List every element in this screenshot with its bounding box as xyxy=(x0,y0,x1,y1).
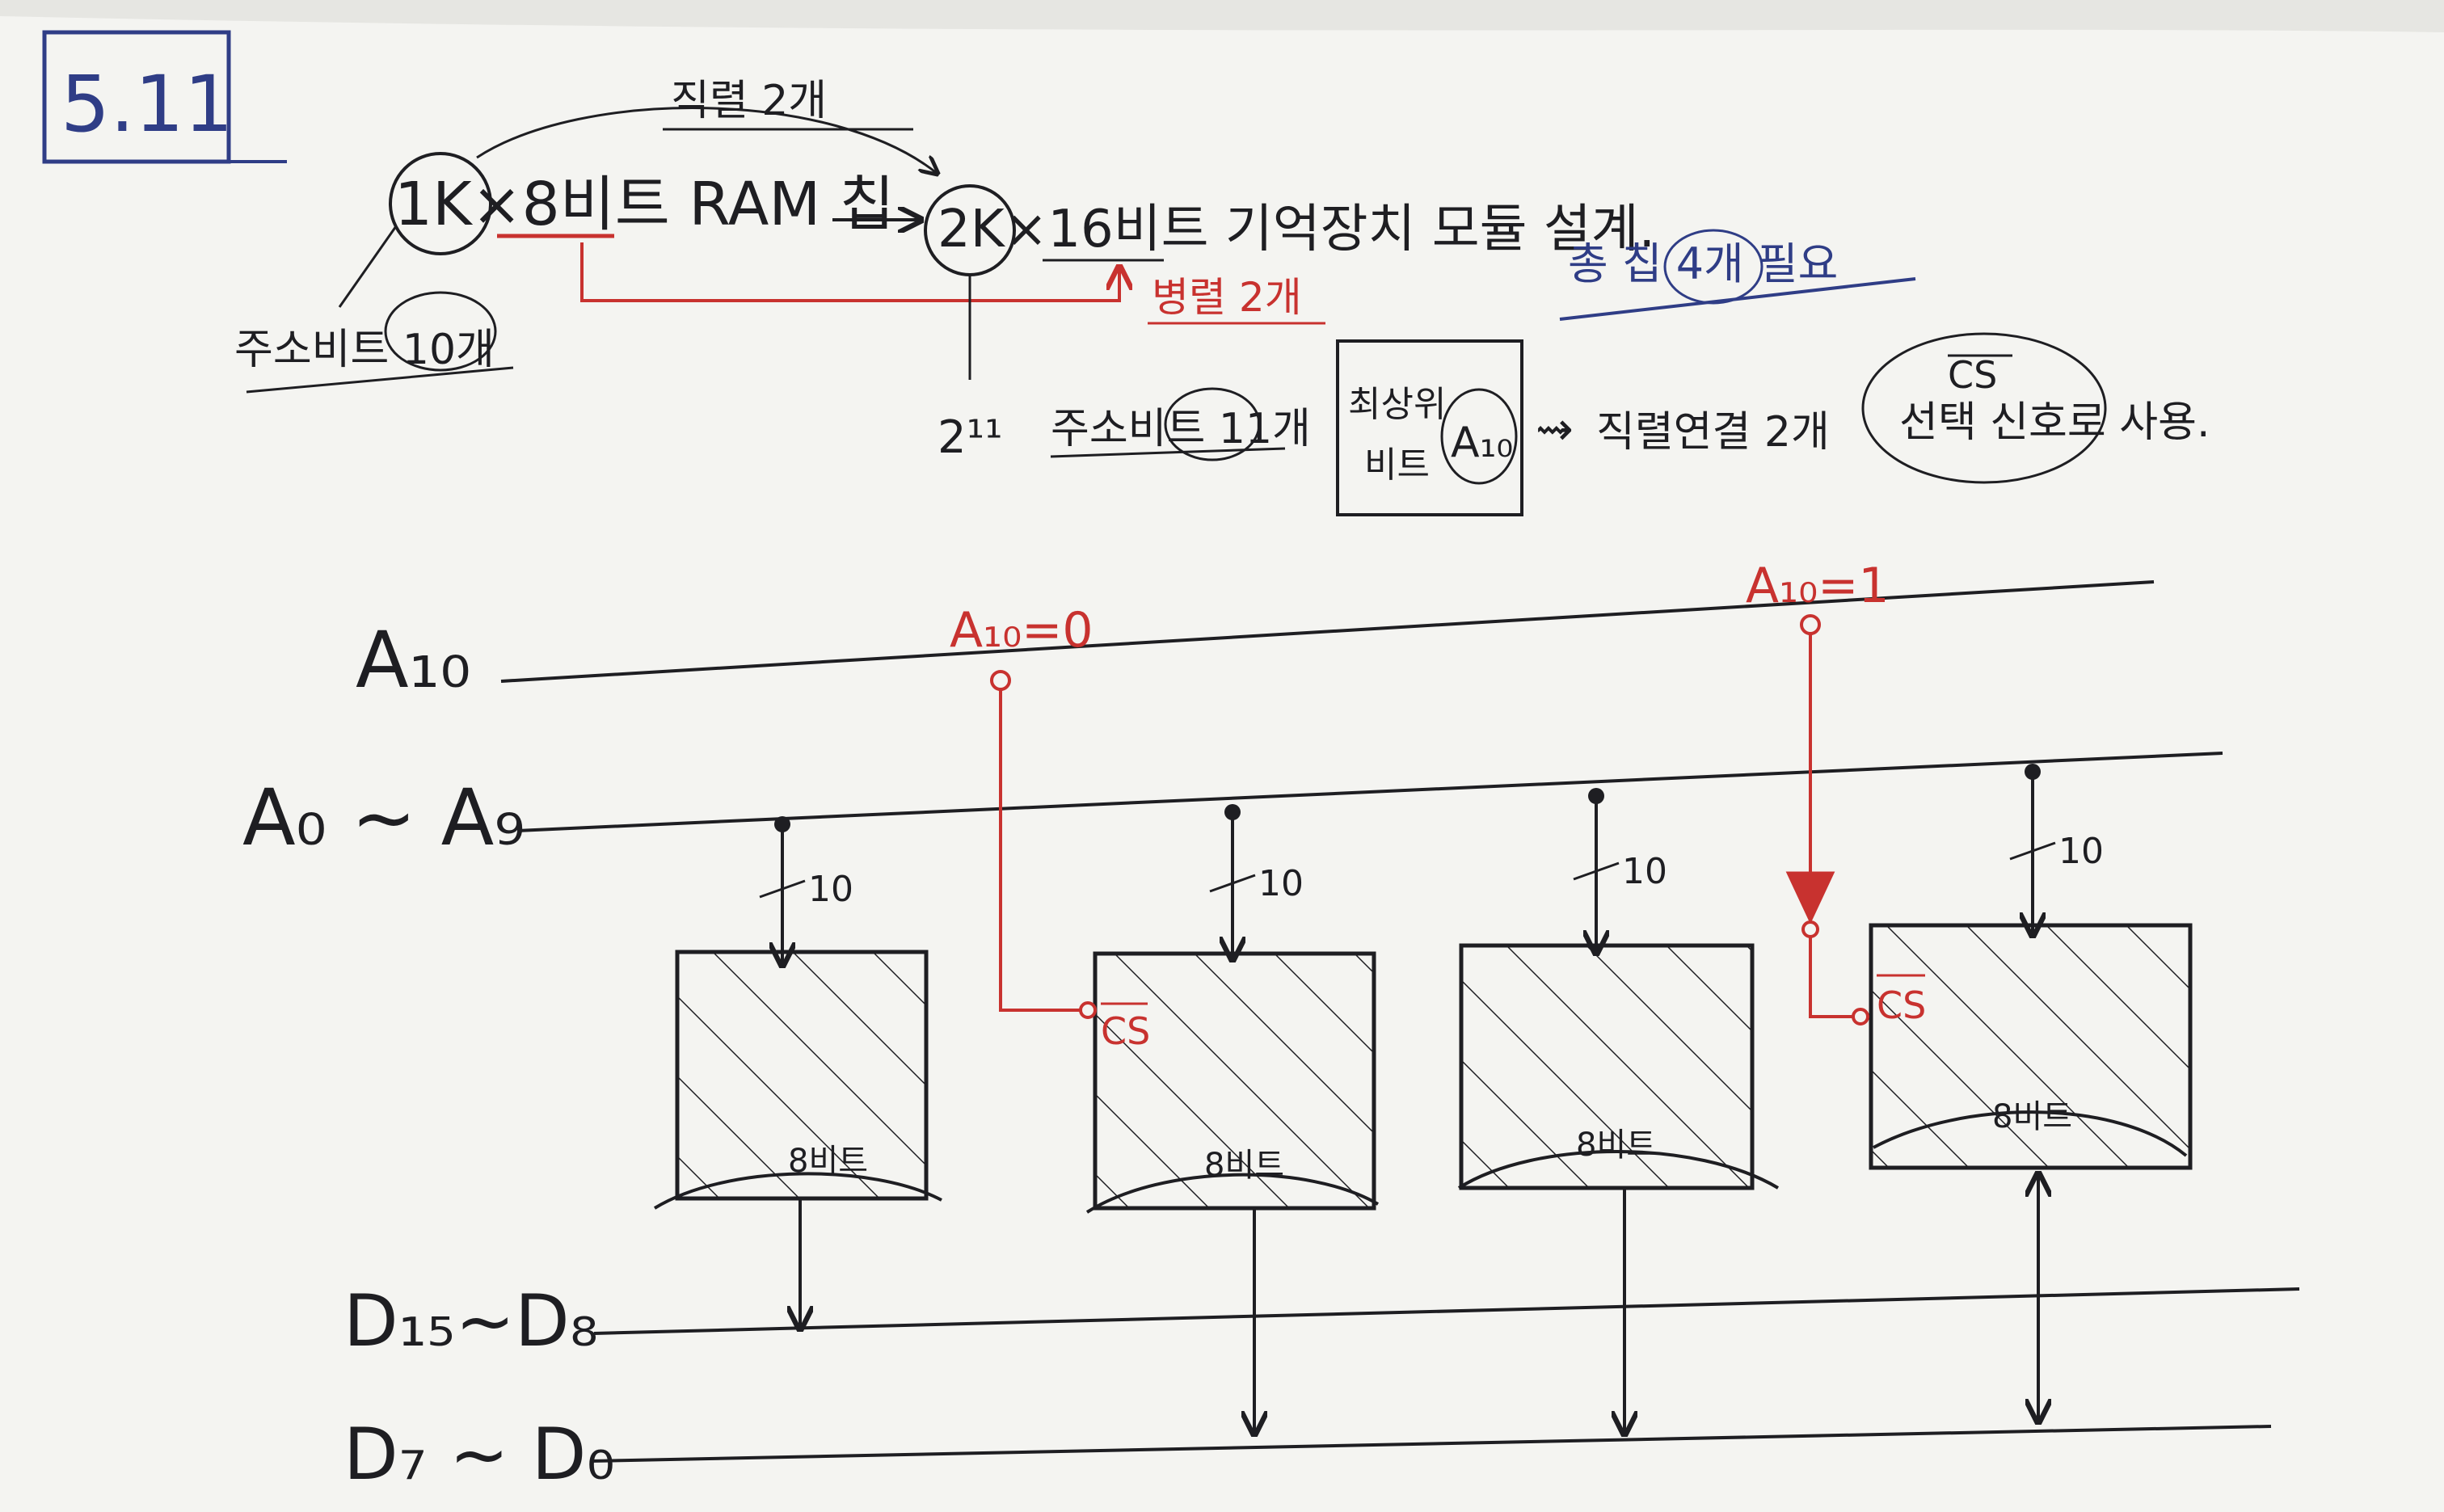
width-slash-3 xyxy=(1573,861,1620,881)
chip-body-3 xyxy=(1459,943,1755,1190)
source-size-circle xyxy=(389,152,492,255)
address-bits-11: 주소비트 11개 xyxy=(1051,405,1311,453)
bus-lines: A₁₀ A₀ ~ A₉ D₁₅~D₈ D₇ ~ D₀ xyxy=(242,580,2300,1496)
msb-bit-circle xyxy=(1440,388,1518,485)
address-width-1: 10 xyxy=(808,869,853,910)
cs-usage: 선택 신호로 사용. xyxy=(1899,398,2210,447)
target-module-label: 2K×16비트 기억장치 모듈 설계. xyxy=(938,200,1655,259)
serial-note: 직렬 2개 xyxy=(671,77,827,125)
address-bits-11-circle xyxy=(1164,387,1261,461)
parallel-note: 병렬 2개 xyxy=(1152,274,1302,321)
cs-bubble-chip-4 xyxy=(1852,1008,1869,1026)
problem-number: 5.11 xyxy=(61,59,234,150)
width-slash-1 xyxy=(759,879,806,899)
msb-box-line1: 최상위 xyxy=(1348,384,1446,425)
bus-label-d15-d8: D₁₅~D₈ xyxy=(343,1279,598,1362)
msb-box-line2: 비트 xyxy=(1364,444,1430,486)
cs-wire-chip-2 xyxy=(999,689,1081,1012)
parallel-bracket xyxy=(580,242,1119,302)
squiggle-arrow-icon: ⇝ xyxy=(1536,403,1574,456)
cs-pin-2: CS xyxy=(1101,1009,1150,1053)
inverter-bubble-icon xyxy=(1801,920,1819,938)
bus-a0-a9 xyxy=(516,752,2223,832)
a10-tap-1-label: A₁₀=1 xyxy=(1746,558,1890,614)
chip-data-width-4: 8비트 xyxy=(1992,1098,2072,1135)
address-bits-11-underline xyxy=(1050,447,1286,458)
serial-arc-arrow xyxy=(476,107,938,174)
bus-label-a10: A₁₀ xyxy=(356,615,471,705)
chip-base-arc-4 xyxy=(1873,1110,2188,1157)
width-slash-4 xyxy=(2009,841,2056,861)
source-chip-label: 1K×8비트 RAM 칩 xyxy=(394,170,895,239)
address-width-2: 10 xyxy=(1258,863,1304,904)
chip-select-wiring: A₁₀=0 A₁₀=1 xyxy=(950,558,1890,1026)
msb-box xyxy=(1336,339,1523,516)
bus-a10 xyxy=(500,580,2155,683)
chip-body-2 xyxy=(1093,951,1376,1211)
bus-d15-d8 xyxy=(593,1287,2300,1335)
paper-fold xyxy=(0,0,2444,32)
ram-chip-3: 10 8비트 xyxy=(1457,788,1780,1434)
total-chips-note: 총 칩 4개 필요 xyxy=(1568,238,1838,289)
serial-usage: 직렬연결 2개 xyxy=(1596,408,1830,457)
ram-chip-4: 10 8비트 CS xyxy=(1869,764,2193,1422)
ram-chip-2: 10 8비트 CS xyxy=(1085,804,1380,1434)
address-bits-leader xyxy=(338,225,398,308)
msb-bit: A₁₀ xyxy=(1451,419,1513,467)
cs-wire-chip-4 xyxy=(1809,634,1860,1018)
chip-data-width-1: 8비트 xyxy=(788,1143,868,1180)
chip-base-arc-2 xyxy=(1085,1173,1380,1214)
width-slash-2 xyxy=(1209,874,1256,893)
chip-body-1 xyxy=(675,950,929,1201)
address-width-3: 10 xyxy=(1622,851,1667,892)
cs-bubble-chip-2 xyxy=(1079,1001,1097,1019)
chip-base-arc-1 xyxy=(653,1172,942,1210)
two-power-11: 2¹¹ xyxy=(938,411,1003,464)
inverter-triangle-icon xyxy=(1785,871,1835,924)
header-notes: 5.11 1K×8비트 RAM 칩 직렬 2개 2K×16비트 기억장치 모듈 … xyxy=(42,30,2210,516)
ram-chip-1: 10 8비트 xyxy=(653,816,942,1329)
bus-d7-d0 xyxy=(589,1425,2272,1463)
address-bits-10: 주소비트 10개 xyxy=(234,326,495,374)
a10-tap-0-label: A₁₀=0 xyxy=(950,602,1093,659)
bus-label-d7-d0: D₇ ~ D₀ xyxy=(343,1413,615,1496)
address-bits-10-circle xyxy=(384,291,497,372)
bus-label-a0-a9: A₀ ~ A₉ xyxy=(242,773,525,863)
address-width-4: 10 xyxy=(2058,831,2104,872)
cs-note-circle xyxy=(1861,332,2107,484)
chip-data-width-2: 8비트 xyxy=(1204,1147,1284,1184)
cs-signal-label: CS xyxy=(1948,353,1997,397)
address-bits-10-underline xyxy=(246,366,514,394)
chip-data-width-3: 8비트 xyxy=(1576,1127,1656,1164)
chip-base-arc-3 xyxy=(1457,1150,1780,1190)
total-chips-underline xyxy=(1559,277,1916,321)
cs-pin-4: CS xyxy=(1877,983,1926,1027)
